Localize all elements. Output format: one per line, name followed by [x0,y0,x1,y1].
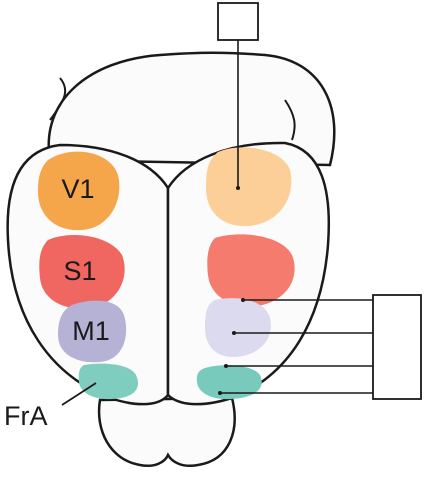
area-s1-left [39,235,125,309]
brain-lobe-line-left [49,77,67,121]
top-probe-tip [236,186,240,190]
square-outline-icon [372,294,422,400]
area-s1-right [207,234,295,307]
area-fra-left [78,363,139,400]
label-fra: FrA [4,401,48,431]
label-s1: S1 [63,256,96,286]
right-probe-tip-4 [218,391,222,395]
olfactory-bulbs [97,396,236,467]
square-outline-icon [217,2,259,41]
label-m1: M1 [72,316,110,346]
brain-lobe-line-right [284,99,296,141]
area-m1-right [205,298,271,358]
area-fra-right [196,365,262,400]
area-m1-left [58,300,127,363]
right-probe-tip-2 [232,331,236,335]
fra-pointer-line [61,382,97,406]
area-v1-right [206,147,292,227]
right-probe-tip-1 [241,298,245,302]
right-probe-tip-3 [224,364,228,368]
label-v1: V1 [61,174,94,204]
area-v1-left [38,151,120,231]
brain-back-lobes [47,51,336,167]
